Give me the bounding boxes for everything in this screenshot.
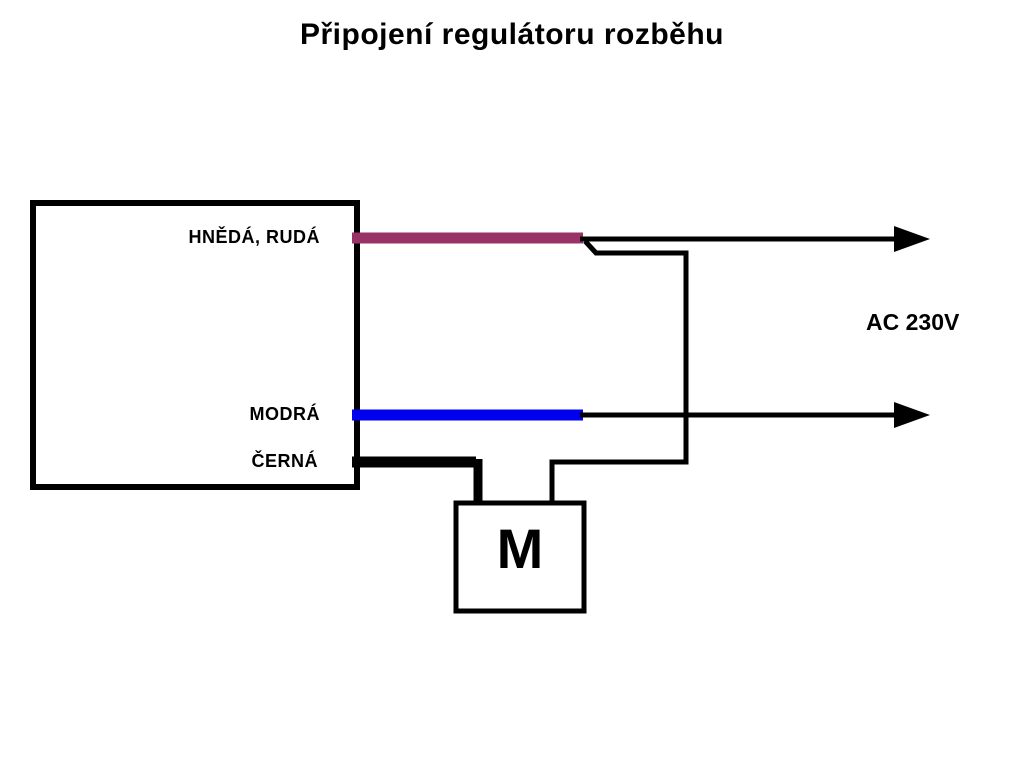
arrowhead-top-icon [894,226,930,252]
motor-label: M [496,517,544,580]
wire-label-brown-red: HNĚDÁ, RUDÁ [188,227,320,247]
motor-box [453,500,587,614]
page-title: Připojení regulátoru rozběhu [299,18,725,51]
ac-supply-label: AC 230V [866,309,960,335]
arrowhead-bottom-icon [894,402,930,428]
wire-label-black: ČERNÁ [251,451,318,471]
motor-branch-line [549,239,689,503]
regulator-box [30,200,360,490]
wire-label-blue: MODRÁ [249,404,320,424]
